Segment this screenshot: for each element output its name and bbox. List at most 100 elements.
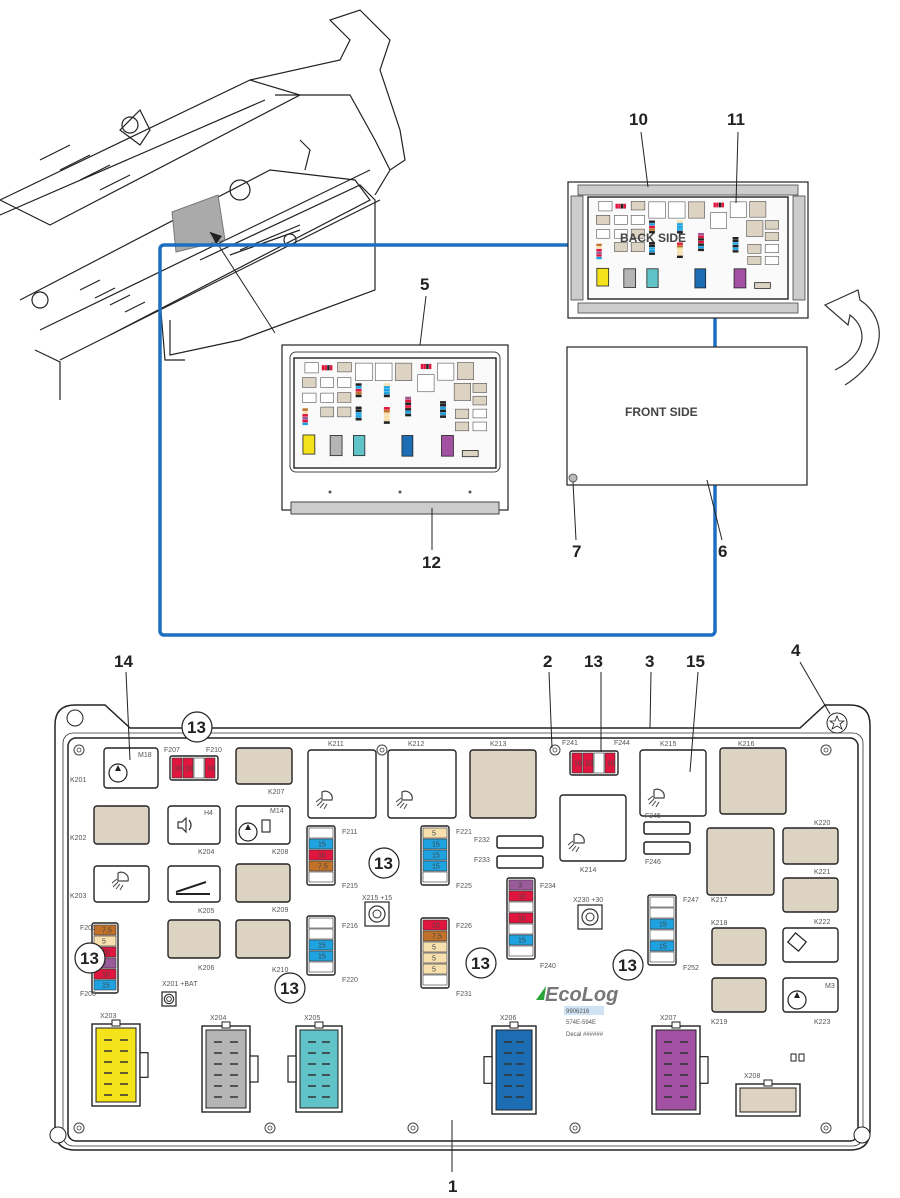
mini-fuse xyxy=(355,383,362,386)
relay-k223: K223 xyxy=(782,977,839,1026)
screw-icon xyxy=(407,1122,419,1134)
m18-label: M18 xyxy=(138,752,152,759)
ecolog-logo: EcoLog xyxy=(545,984,618,1006)
mini-fuse xyxy=(383,388,390,392)
fuse: 15 xyxy=(422,838,448,850)
connector-body xyxy=(299,1029,339,1109)
stud-x215: X215 +15 xyxy=(362,895,392,927)
mini-fuse xyxy=(428,363,432,370)
gauge-m14-icon xyxy=(238,822,258,842)
mini-relay xyxy=(710,212,727,229)
mini-fuse xyxy=(596,246,602,249)
fuse xyxy=(649,896,675,908)
mini-fuse xyxy=(732,244,739,248)
screw-icon xyxy=(73,1122,85,1134)
leader-line xyxy=(735,131,739,204)
mini-relay xyxy=(630,228,645,239)
mini-relay xyxy=(472,421,487,432)
callout-circle xyxy=(274,972,306,1004)
mini-fuse xyxy=(649,244,655,248)
mini-relay xyxy=(614,242,628,252)
mini-relay xyxy=(648,201,666,219)
callout-15: 15 xyxy=(686,652,705,773)
fuse-body xyxy=(508,879,534,891)
fuse-end-label: F220 xyxy=(342,977,358,984)
relay-label: K215 xyxy=(660,741,676,748)
fuse-amperage: 10 xyxy=(207,766,215,773)
fuse-amperage: 10 xyxy=(102,950,110,957)
mini-fuse xyxy=(383,394,390,398)
mini-connector xyxy=(353,435,366,457)
mini-fuse xyxy=(623,203,627,209)
relay-label: K211 xyxy=(328,741,344,748)
mini-relay xyxy=(764,232,779,241)
back-side-label: BACK SIDE xyxy=(620,231,686,245)
mini-fuse xyxy=(355,388,362,392)
fuse-body xyxy=(649,896,675,908)
fuse-body xyxy=(508,890,534,902)
mini-fuse xyxy=(440,415,446,418)
fuse-start-label: F247 xyxy=(683,897,699,904)
screw-icon xyxy=(820,1122,832,1134)
relay-label: K221 xyxy=(814,869,830,876)
fuse-body xyxy=(422,930,448,942)
mini-relay xyxy=(688,201,705,219)
fuse-body xyxy=(649,918,675,930)
fuse-start-label: F234 xyxy=(540,883,556,890)
mini-connector xyxy=(733,268,747,289)
screw-icon xyxy=(549,744,561,756)
mini-connector xyxy=(329,435,343,457)
screw-head xyxy=(76,747,82,753)
fuse-body xyxy=(422,952,448,964)
mini-relay xyxy=(746,220,764,237)
callout-number: 7 xyxy=(572,542,581,561)
connector-body xyxy=(495,1029,533,1111)
callout-number: 10 xyxy=(629,110,648,129)
callout-1: 1 xyxy=(448,1120,457,1196)
mini-relay xyxy=(472,383,487,393)
connector-latch xyxy=(483,1056,493,1084)
mini-fuse xyxy=(596,256,602,260)
indicator-square xyxy=(798,1053,805,1062)
relay-body xyxy=(711,977,767,1013)
fuse-body xyxy=(508,945,534,957)
mini-relay xyxy=(337,406,352,418)
horn-icon xyxy=(177,816,192,834)
callout-2: 2 xyxy=(543,652,553,749)
fuse: 10 xyxy=(571,752,583,774)
fuse-amperage: 7.5 xyxy=(102,928,112,935)
mini-fuse xyxy=(649,223,655,226)
fuse: 10 xyxy=(422,919,448,931)
fuse: 10 xyxy=(508,890,534,902)
fuse-end-label: F225 xyxy=(456,883,472,890)
mini-relay xyxy=(472,395,487,406)
connector-body xyxy=(95,1027,137,1103)
fuse xyxy=(422,974,448,986)
mini-fuse xyxy=(698,238,704,241)
connector-x207: X207 xyxy=(651,1015,709,1115)
fuse-end-label: F206 xyxy=(80,991,96,998)
mini-relay xyxy=(453,383,471,401)
mini-fuse xyxy=(676,225,683,229)
relay-label: K210 xyxy=(272,967,288,974)
fuse: 15 xyxy=(649,940,675,952)
mini-fuse xyxy=(440,412,446,416)
work-light-icon xyxy=(395,790,413,810)
connector-x204: X204 xyxy=(201,1015,259,1113)
mini-fuse xyxy=(355,409,362,412)
m14-label: M14 xyxy=(270,808,284,815)
relay-k219: K219 xyxy=(711,977,767,1026)
screw-icon xyxy=(73,744,85,756)
mini-fuse xyxy=(721,202,725,208)
connector-x206: X206 xyxy=(483,1015,537,1115)
mini-relay xyxy=(614,215,628,225)
callout-13-badge: 13 xyxy=(465,947,497,979)
fuse-start-label: F221 xyxy=(456,829,472,836)
mini-relay xyxy=(630,201,646,211)
maxi-fuse-f233: F233 xyxy=(474,855,544,869)
fuse-body xyxy=(308,849,334,861)
